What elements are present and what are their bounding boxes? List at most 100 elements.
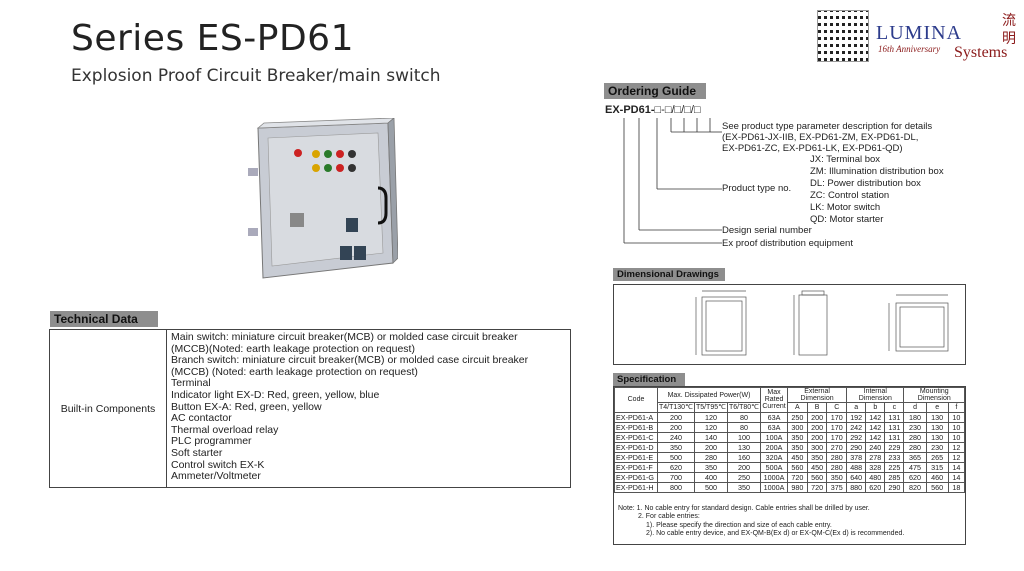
ordering-desc-line: See product type parameter description f… bbox=[722, 121, 933, 132]
table-cell: 240 bbox=[657, 431, 695, 443]
col-f: f bbox=[947, 402, 966, 413]
col-a: a bbox=[846, 402, 867, 413]
col-d: d bbox=[903, 402, 927, 413]
table-cell: EX-PD61-B bbox=[614, 421, 658, 433]
table-cell: 240 bbox=[865, 441, 886, 453]
table-cell: 200 bbox=[657, 411, 695, 423]
table-cell: EX-PD61-E bbox=[614, 451, 658, 463]
table-cell: 1000A bbox=[760, 471, 789, 483]
note-line: 2. For cable entries: bbox=[638, 513, 700, 521]
col-t5: T5/T95℃ bbox=[693, 402, 728, 413]
component-line: Ammeter/Voltmeter bbox=[171, 470, 261, 483]
table-cell: 280 bbox=[903, 431, 927, 443]
table-cell: 350 bbox=[726, 481, 762, 493]
table-cell: 378 bbox=[846, 451, 867, 463]
table-cell: EX-PD61-F bbox=[614, 461, 658, 473]
table-cell: 100 bbox=[726, 431, 762, 443]
table-cell: 229 bbox=[884, 441, 905, 453]
table-cell: 18 bbox=[947, 481, 966, 493]
table-cell: 280 bbox=[826, 461, 848, 473]
table-cell: 280 bbox=[693, 451, 728, 463]
table-cell: 200 bbox=[806, 411, 828, 423]
table-cell: 460 bbox=[925, 471, 949, 483]
table-cell: EX-PD61-G bbox=[614, 471, 658, 483]
table-cell: 450 bbox=[806, 461, 828, 473]
col-mounting: Mounting Dimension bbox=[903, 387, 965, 403]
type-lk: LK: Motor switch bbox=[810, 202, 881, 213]
table-cell: 720 bbox=[787, 471, 808, 483]
col-power: Max. Dissipated Power(W) bbox=[656, 387, 762, 403]
table-cell: 300 bbox=[806, 441, 828, 453]
col-C: C bbox=[826, 402, 848, 413]
ordering-guide-label: Ordering Guide bbox=[604, 83, 706, 99]
table-cell: 131 bbox=[884, 421, 905, 433]
specification-label: Specification bbox=[613, 373, 685, 386]
built-in-components-label: Built-in Components bbox=[50, 330, 167, 487]
col-b: b bbox=[865, 402, 886, 413]
type-jx: JX: Terminal box bbox=[810, 154, 881, 165]
col-t4: T4/T130℃ bbox=[657, 402, 695, 413]
table-cell: 350 bbox=[826, 471, 848, 483]
table-cell: 200A bbox=[760, 441, 789, 453]
table-cell: 292 bbox=[846, 431, 867, 443]
type-zm: ZM: Illumination distribution box bbox=[810, 166, 944, 177]
table-cell: 170 bbox=[826, 431, 848, 443]
table-cell: 180 bbox=[903, 411, 927, 423]
logo-systems: Systems bbox=[954, 44, 1008, 61]
page-subtitle: Explosion Proof Circuit Breaker/main swi… bbox=[71, 66, 441, 86]
table-cell: 265 bbox=[925, 451, 949, 463]
table-cell: 80 bbox=[726, 421, 762, 433]
ordering-guide-lines bbox=[623, 118, 722, 244]
specification-panel: Code Max. Dissipated Power(W) Max Rated … bbox=[613, 386, 966, 545]
table-cell: 400 bbox=[693, 471, 728, 483]
built-in-components-list: Main switch: miniature circuit breaker(M… bbox=[167, 330, 570, 487]
logo-chinese-1: 流 bbox=[1002, 12, 1016, 28]
table-cell: 720 bbox=[806, 481, 828, 493]
table-cell: 375 bbox=[826, 481, 848, 493]
table-cell: 14 bbox=[947, 471, 966, 483]
col-B: B bbox=[806, 402, 828, 413]
ordering-code: EX-PD61-□-□/□/□/□ bbox=[605, 104, 701, 116]
table-cell: 328 bbox=[865, 461, 886, 473]
table-cell: 350 bbox=[693, 461, 728, 473]
table-cell: 233 bbox=[884, 451, 905, 463]
product-image bbox=[248, 118, 398, 279]
table-cell: 130 bbox=[925, 431, 949, 443]
col-c: c bbox=[884, 402, 905, 413]
logo-anniversary: 16th Anniversary bbox=[878, 44, 941, 54]
ordering-desc-line: EX-PD61-ZC, EX-PD61-LK, EX-PD61-QD) bbox=[722, 143, 903, 154]
table-cell: 142 bbox=[865, 421, 886, 433]
code-prefix: EX-PD61- bbox=[605, 104, 655, 116]
dimensional-drawing bbox=[613, 284, 966, 365]
table-cell: 230 bbox=[925, 441, 949, 453]
table-cell: 200 bbox=[806, 421, 828, 433]
note-line: 2). No cable entry device, and EX-QM-B(E… bbox=[646, 529, 905, 537]
component-line: Main switch: miniature circuit breaker(M… bbox=[171, 331, 518, 343]
table-cell: 130 bbox=[726, 441, 762, 453]
table-cell: 80 bbox=[726, 411, 762, 423]
table-cell: 160 bbox=[726, 451, 762, 463]
table-cell: 10 bbox=[947, 411, 966, 423]
code-boxes: □-□/□/□/□ bbox=[654, 104, 701, 116]
component-line: Control switch EX-K bbox=[171, 458, 265, 471]
component-line: PLC programmer bbox=[171, 435, 252, 448]
technical-data-table: Built-in Components Main switch: miniatu… bbox=[49, 329, 571, 488]
ordering-desc-line: (EX-PD61-JX-IIB, EX-PD61-ZM, EX-PD61-DL, bbox=[722, 132, 919, 143]
table-cell: 200 bbox=[726, 461, 762, 473]
table-cell: 290 bbox=[846, 441, 867, 453]
table-cell: 620 bbox=[865, 481, 886, 493]
component-line: AC contactor bbox=[171, 412, 232, 425]
col-rated-current: Max Rated Current bbox=[760, 387, 789, 413]
table-cell: EX-PD61-D bbox=[614, 441, 658, 453]
table-cell: 640 bbox=[846, 471, 867, 483]
table-cell: 200 bbox=[657, 421, 695, 433]
table-cell: 560 bbox=[925, 481, 949, 493]
ex-proof-label: Ex proof distribution equipment bbox=[722, 238, 853, 249]
table-cell: 500 bbox=[657, 451, 695, 463]
table-cell: 280 bbox=[826, 451, 848, 463]
